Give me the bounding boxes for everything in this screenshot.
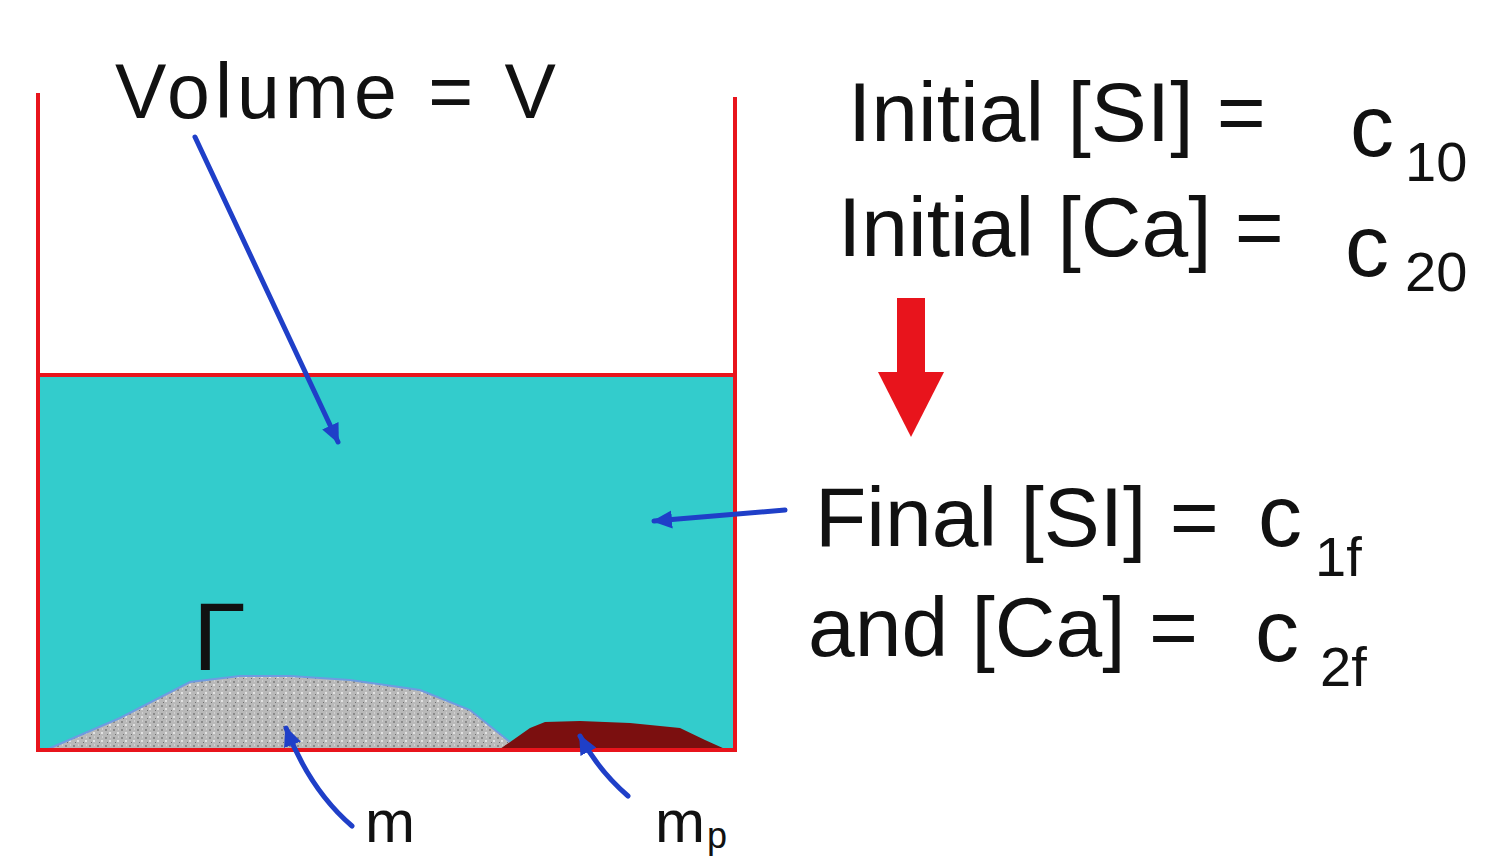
mass-label: m (655, 792, 705, 852)
condition-label: Initial [SI] = (848, 70, 1266, 154)
concentration-symbol: c (1350, 82, 1394, 170)
subscript: 2f (1320, 639, 1367, 695)
surface-symbol: Γ (193, 589, 246, 685)
volume-label: Volume = V (115, 53, 561, 130)
leader-lines (195, 137, 785, 826)
solid-interface (48, 676, 510, 749)
condition-label: and [Ca] = (808, 585, 1198, 669)
subscript: 20 (1405, 244, 1467, 300)
concentration-symbol: c (1258, 472, 1302, 560)
solid-sample (48, 676, 510, 749)
subscript: p (707, 818, 727, 854)
process-arrow (878, 298, 944, 437)
condition-label: Final [SI] = (815, 475, 1219, 559)
liquid-surface (38, 373, 735, 377)
mass-label: m (365, 792, 415, 852)
concentration-symbol: c (1345, 202, 1389, 290)
precipitate (500, 721, 725, 749)
subscript: 10 (1405, 134, 1467, 190)
liquid (38, 375, 735, 750)
concentration-symbol: c (1255, 587, 1299, 675)
beaker-walls (36, 93, 737, 752)
condition-label: Initial [Ca] = (838, 185, 1284, 269)
subscript: 1f (1315, 529, 1362, 585)
